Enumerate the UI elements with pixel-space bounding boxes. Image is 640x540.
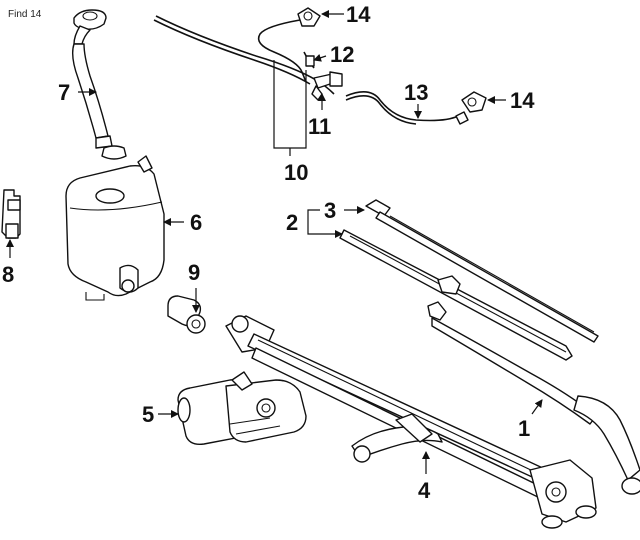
hose-end-fitting[interactable] — [455, 111, 469, 125]
callout-4: 4 — [418, 478, 431, 503]
washer-grommet[interactable] — [167, 295, 206, 334]
callout-8: 8 — [2, 262, 14, 287]
callout-9: 9 — [188, 260, 200, 285]
callout-labels: 14 12 11 10 13 14 7 8 6 9 2 3 5 1 4 — [2, 2, 535, 503]
callout-11: 11 — [308, 114, 331, 139]
callout-13: 13 — [404, 80, 428, 105]
washer-reservoir[interactable] — [65, 155, 165, 301]
check-valve[interactable] — [311, 71, 343, 101]
wiper-blade-insert[interactable] — [339, 229, 573, 361]
callout-14-top: 14 — [346, 2, 371, 27]
washer-pump[interactable] — [1, 189, 21, 239]
wiper-motor[interactable] — [177, 371, 307, 446]
washer-filler-tube[interactable] — [71, 9, 127, 160]
callout-7: 7 — [58, 80, 70, 105]
callout-2: 2 — [286, 210, 298, 235]
hose-clip-right[interactable] — [461, 91, 487, 113]
callout-12: 12 — [330, 42, 354, 67]
hose-joint[interactable] — [305, 55, 315, 67]
callout-14-right: 14 — [510, 88, 535, 113]
wiper-arm[interactable] — [427, 301, 640, 495]
wiper-blade[interactable] — [365, 199, 599, 343]
callout-10: 10 — [284, 160, 308, 185]
wiper-linkage[interactable] — [225, 315, 597, 529]
callout-6: 6 — [190, 210, 202, 235]
callout-1: 1 — [518, 416, 530, 441]
callout-3: 3 — [324, 198, 336, 223]
find-label: Find 14 — [8, 9, 42, 20]
callout-5: 5 — [142, 402, 154, 427]
hose-clip-top[interactable] — [297, 7, 321, 27]
callout-leaders — [6, 10, 543, 474]
